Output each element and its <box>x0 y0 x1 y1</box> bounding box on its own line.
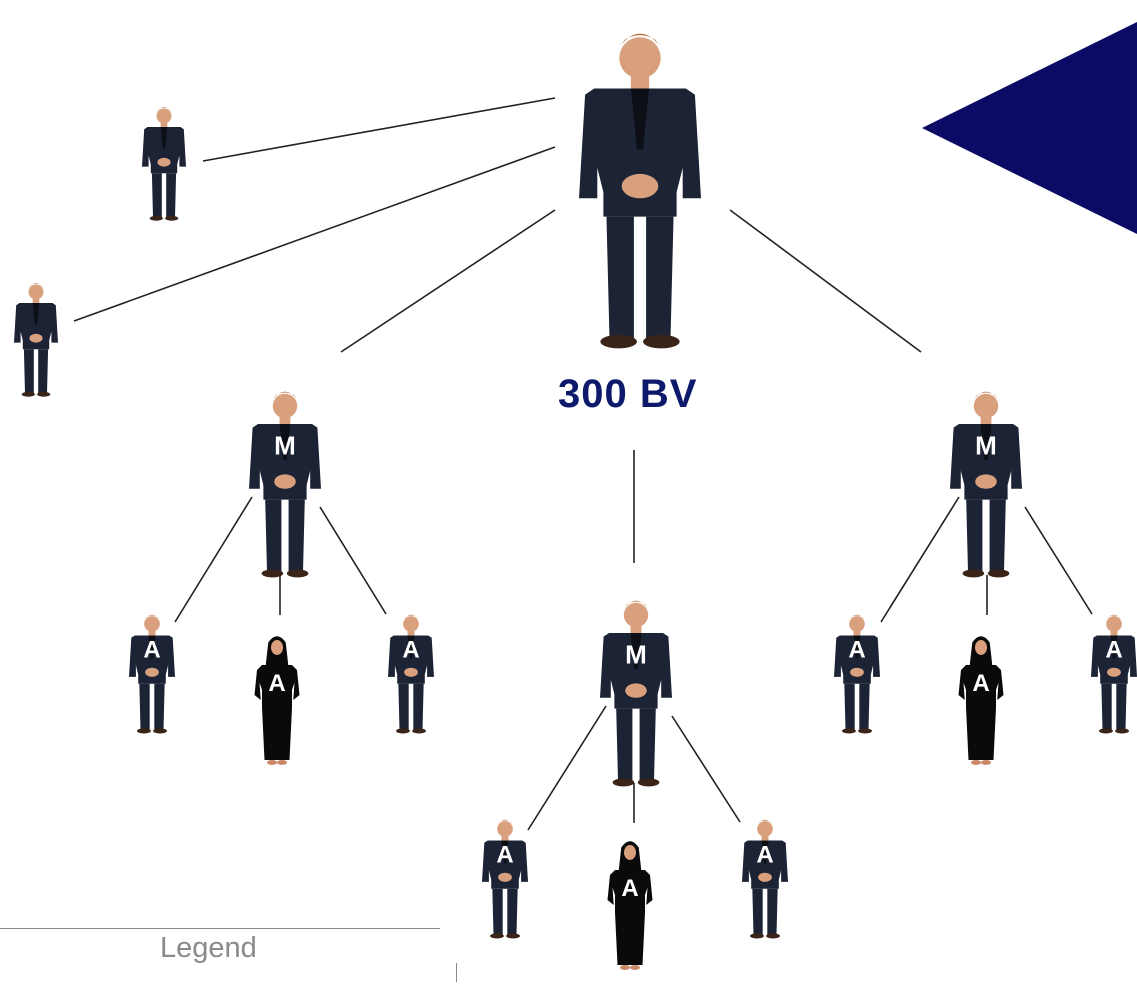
manager-letter: M <box>274 431 296 461</box>
associate-letter: A <box>268 670 285 697</box>
associate-letter: A <box>756 842 773 869</box>
connector-line <box>880 496 960 623</box>
associate-person: A <box>482 819 528 939</box>
legend-divider <box>456 963 457 982</box>
manager-person: M <box>950 391 1022 578</box>
person-icon <box>14 283 58 397</box>
connector-line <box>1024 506 1093 615</box>
person-icon <box>129 614 175 734</box>
manager-letter: M <box>975 431 997 461</box>
top-person <box>579 33 701 349</box>
connector-line <box>73 146 556 322</box>
person-icon <box>249 391 321 578</box>
associate-person: A <box>958 636 1004 765</box>
associate-letter: A <box>621 875 638 902</box>
manager-person: M <box>249 391 321 578</box>
connector-line <box>729 209 922 353</box>
associate-letter: A <box>1105 637 1122 664</box>
connector-line <box>527 705 607 831</box>
connector-line <box>174 496 253 623</box>
side-person <box>14 283 58 397</box>
connector-line <box>671 715 741 823</box>
person-icon <box>834 614 880 734</box>
associate-letter: A <box>143 637 160 664</box>
person-icon <box>600 600 672 787</box>
person-icon <box>482 819 528 939</box>
manager-person: M <box>600 600 672 787</box>
person-icon <box>254 636 300 765</box>
associate-letter: A <box>496 842 513 869</box>
associate-person: A <box>1091 614 1137 734</box>
associate-letter: A <box>972 670 989 697</box>
associate-person: A <box>607 841 653 970</box>
associate-letter: A <box>402 637 419 664</box>
connector-line <box>319 506 387 615</box>
bv-label: 300 BV <box>558 372 698 416</box>
person-icon <box>388 614 434 734</box>
legend-rule <box>0 928 440 929</box>
manager-letter: M <box>625 640 647 670</box>
side-person <box>142 107 186 221</box>
associate-person: A <box>742 819 788 939</box>
associate-person: A <box>388 614 434 734</box>
associate-person: A <box>834 614 880 734</box>
connector-line <box>202 97 556 162</box>
associate-person: A <box>129 614 175 734</box>
legend-title: Legend <box>160 932 257 964</box>
connector-line <box>340 209 556 353</box>
associate-person: A <box>254 636 300 765</box>
person-icon <box>958 636 1004 765</box>
triangle-pointer-icon <box>922 22 1137 234</box>
person-icon <box>142 107 186 221</box>
person-icon <box>742 819 788 939</box>
person-icon <box>950 391 1022 578</box>
person-icon <box>579 33 701 349</box>
person-icon <box>607 841 653 970</box>
person-icon <box>1091 614 1137 734</box>
associate-letter: A <box>848 637 865 664</box>
